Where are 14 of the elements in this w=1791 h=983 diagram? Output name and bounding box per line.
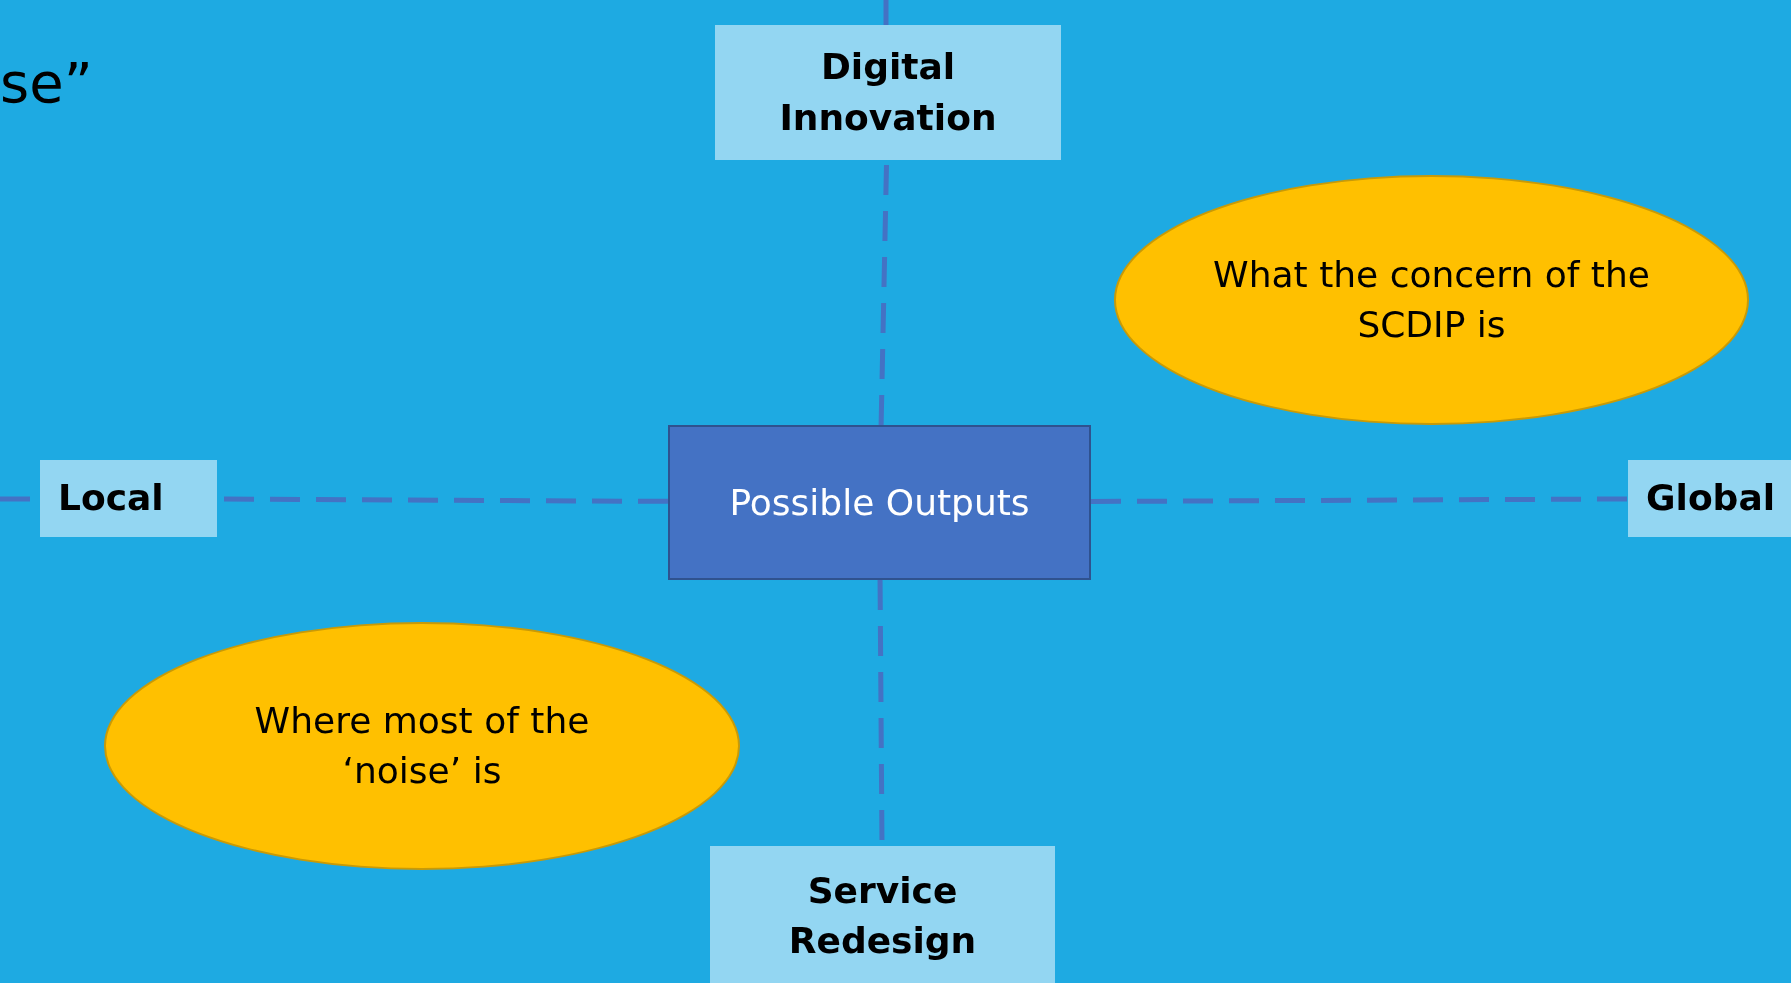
node-text: Local: [58, 476, 164, 521]
center-box: [668, 425, 1091, 580]
dashed-line: [1091, 496, 1628, 504]
title-fragment: se”: [0, 50, 93, 115]
axis-label-box: [40, 460, 217, 537]
node-text: Where most of the ‘noise’ is: [253, 698, 591, 793]
node-text: Possible Outputs: [729, 482, 1030, 523]
axis-label-box: [1628, 460, 1791, 537]
node-text: Digital Innovation: [778, 45, 998, 140]
node-text: What the concern of the SCDIP is: [1212, 252, 1651, 347]
axis-label-box: [710, 846, 1055, 983]
node-text: Service Redesign: [787, 868, 978, 963]
axis-label-box: [715, 25, 1061, 160]
node-text: Global: [1646, 476, 1776, 521]
